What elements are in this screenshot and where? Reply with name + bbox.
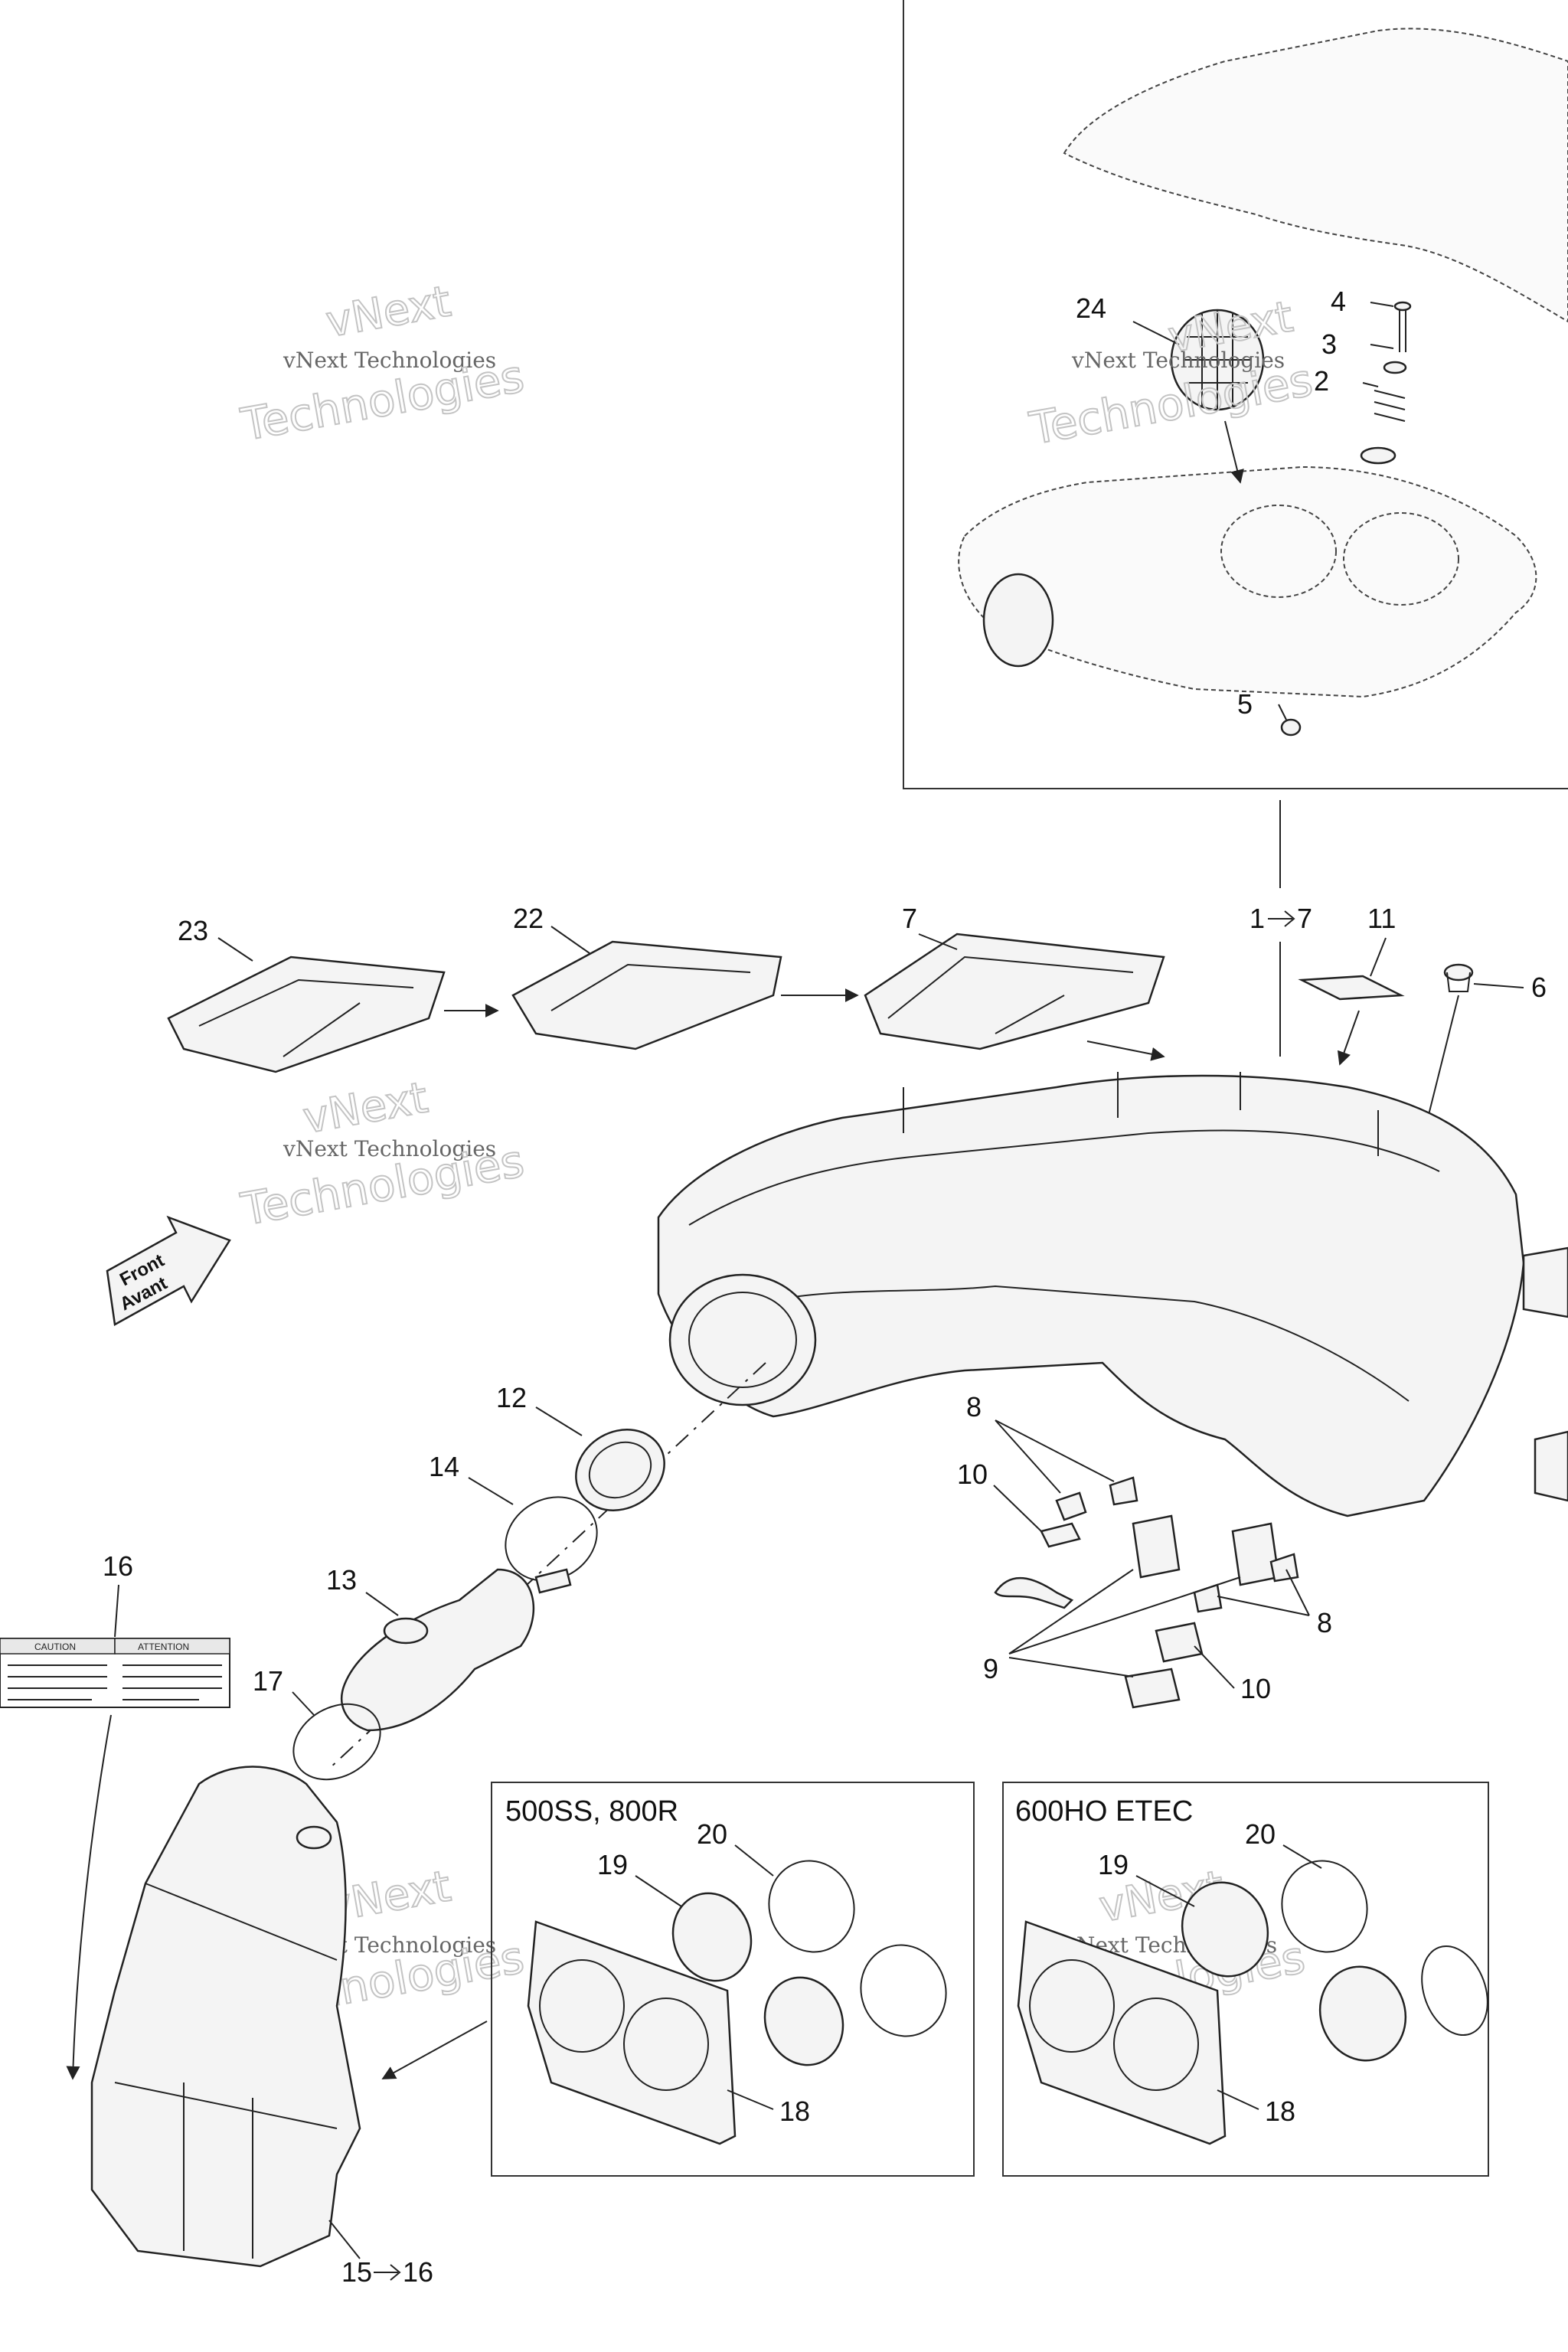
filter-22-part xyxy=(511,940,782,1050)
panel-title-left: 500SS, 800R xyxy=(505,1795,678,1828)
svg-text:1: 1 xyxy=(1250,903,1265,934)
adapter-13-part xyxy=(341,1568,535,1732)
label-18-left: 18 xyxy=(779,2096,810,2127)
seal-12-part xyxy=(575,1429,665,1511)
airbox-housing-part xyxy=(657,1072,1568,1517)
upper-housing-outline xyxy=(1063,28,1568,323)
svg-text:7: 7 xyxy=(1297,903,1312,934)
oring-17-part xyxy=(292,1703,381,1781)
label-4: 4 xyxy=(1331,286,1346,317)
svg-text:vNext Technologies: vNext Technologies xyxy=(1071,348,1285,373)
label-16: 16 xyxy=(103,1550,133,1582)
label-18-right: 18 xyxy=(1265,2096,1295,2127)
label-12: 12 xyxy=(496,1382,527,1413)
silencer-part xyxy=(90,1766,361,2268)
label-22: 22 xyxy=(513,903,544,934)
label-13: 13 xyxy=(326,1564,357,1596)
label-9: 9 xyxy=(983,1653,998,1684)
fastener-stack xyxy=(1360,301,1412,465)
inset-box xyxy=(903,0,1568,789)
grommet-6-part xyxy=(1443,963,1474,992)
label-19-left: 19 xyxy=(597,1849,628,1880)
label-2: 2 xyxy=(1314,365,1329,397)
filter-screen-part xyxy=(1170,309,1265,411)
clips-group xyxy=(994,1476,1299,1709)
label-10-top: 10 xyxy=(957,1459,988,1490)
range-label-1-7: 1 7 xyxy=(1250,903,1312,934)
nut-part xyxy=(1280,718,1302,737)
range-label-15-16: 15 16 xyxy=(341,2256,433,2288)
svg-text:vNext Technologies: vNext Technologies xyxy=(283,1136,496,1161)
label-10-bottom: 10 xyxy=(1240,1673,1271,1704)
warning-label-part: CAUTION ATTENTION xyxy=(0,1638,230,1708)
label-5: 5 xyxy=(1237,688,1253,720)
label-23: 23 xyxy=(178,915,208,946)
label-14: 14 xyxy=(429,1451,459,1482)
filter-7-part xyxy=(864,933,1165,1050)
front-direction-sign: Front Avant xyxy=(106,1215,231,1326)
watermark-top-left: vNext vNext Technologies Technologies xyxy=(237,276,529,452)
panel-title-right: 600HO ETEC xyxy=(1015,1795,1193,1828)
svg-text:vNext Technologies: vNext Technologies xyxy=(283,348,496,373)
svg-text:vNext: vNext xyxy=(322,276,454,347)
label-7: 7 xyxy=(902,903,917,934)
label-11: 11 xyxy=(1367,903,1396,934)
label-20-right: 20 xyxy=(1245,1818,1276,1850)
svg-text:15: 15 xyxy=(341,2256,372,2288)
label-3: 3 xyxy=(1321,328,1337,360)
svg-text:ATTENTION: ATTENTION xyxy=(138,1642,189,1652)
right-arrow-icon xyxy=(374,2264,401,2281)
label-20-left: 20 xyxy=(697,1818,727,1850)
svg-text:vNext: vNext xyxy=(299,1073,431,1143)
label-19-right: 19 xyxy=(1098,1849,1129,1880)
right-arrow-icon xyxy=(1268,910,1295,927)
label-6: 6 xyxy=(1531,972,1547,1003)
watermark-top-right: vNext vNext Technologies Technologies xyxy=(1025,291,1318,456)
decal-11-part xyxy=(1298,975,1405,1001)
svg-text:CAUTION: CAUTION xyxy=(34,1642,76,1652)
filter-23-part xyxy=(167,956,446,1073)
watermark-mid-left: vNext vNext Technologies Technologies xyxy=(237,1072,529,1236)
label-24: 24 xyxy=(1076,292,1106,324)
svg-text:16: 16 xyxy=(403,2256,433,2288)
label-17: 17 xyxy=(253,1665,283,1697)
flow-arrow-7-housing xyxy=(1086,1040,1165,1061)
clamp-14-part xyxy=(505,1496,598,1594)
label-8-bottom: 8 xyxy=(1317,1607,1332,1638)
panel-600ho-etec: 600HO ETEC xyxy=(1002,1782,1489,2177)
panel-500ss-800r: 500SS, 800R xyxy=(491,1782,975,2177)
label-8-top: 8 xyxy=(966,1391,982,1423)
